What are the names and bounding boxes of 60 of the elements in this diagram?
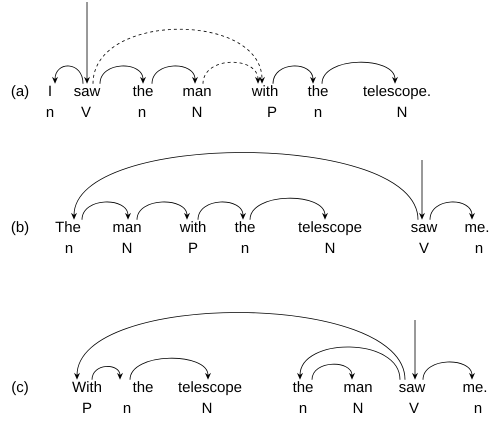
part-of-speech-tag: V [81, 106, 91, 117]
part-of-speech-tag: n [124, 404, 130, 413]
word: the [308, 85, 328, 96]
dependency-arrow [250, 198, 328, 220]
word: telescope. [363, 85, 430, 100]
word: the [132, 85, 153, 96]
part-of-speech-tag: N [326, 242, 334, 253]
part-of-speech-tag: V [419, 242, 429, 253]
dependency-arrow [198, 202, 246, 220]
word: man [344, 384, 372, 392]
word: the [292, 381, 313, 392]
word: man [183, 88, 211, 96]
dependency-arrow [82, 202, 132, 220]
part-of-speech-tag: n [46, 108, 54, 117]
word: man [113, 224, 141, 232]
word: with [252, 85, 278, 96]
word: the [132, 381, 153, 392]
word: telescope [298, 221, 362, 236]
word: With [72, 381, 101, 392]
sentence-label: (c) [12, 381, 28, 396]
part-of-speech-tag: n [242, 244, 248, 253]
word: saw [411, 224, 438, 232]
part-of-speech-tag: n [300, 404, 306, 413]
dependency-arrow [92, 366, 124, 380]
dependency-arrow [152, 66, 198, 84]
part-of-speech-tag: n [474, 404, 482, 413]
part-of-speech-tag: N [202, 402, 212, 413]
dependency-arrow [322, 62, 398, 84]
part-of-speech-tag: n [476, 244, 482, 253]
part-of-speech-tag: V [409, 402, 419, 413]
part-of-speech-tag: n [138, 108, 146, 117]
word: with [180, 221, 206, 232]
part-of-speech-tag: N [192, 106, 202, 117]
part-of-speech-tag: P [268, 106, 276, 117]
word: telescope [178, 381, 242, 396]
part-of-speech-tag: N [354, 402, 362, 413]
word: the [234, 221, 255, 232]
sentence-label: (a) [12, 85, 28, 100]
dependency-arrow [272, 66, 316, 84]
part-of-speech-tag: N [122, 242, 132, 253]
dependency-arrow [430, 202, 476, 220]
word: me. [464, 384, 486, 392]
part-of-speech-tag: n [314, 108, 322, 117]
part-of-speech-tag: P [189, 242, 198, 253]
part-of-speech-tag: N [398, 106, 406, 117]
dependency-arrow [312, 364, 356, 380]
part-of-speech-tag: n [66, 244, 72, 253]
word: The [55, 221, 80, 232]
dependency-arrow [202, 62, 262, 84]
sentence-label: (b) [12, 221, 28, 236]
dependency-arrow [100, 66, 146, 84]
word: me. [466, 224, 488, 232]
part-of-speech-tag: P [83, 402, 92, 413]
word: I [49, 86, 51, 96]
dependency-arrow [136, 202, 190, 220]
dependency-arrow [92, 28, 266, 84]
word: saw [399, 384, 426, 392]
dependency-arrow [422, 362, 476, 380]
dependency-arrow [130, 358, 212, 380]
word: saw [74, 88, 100, 96]
